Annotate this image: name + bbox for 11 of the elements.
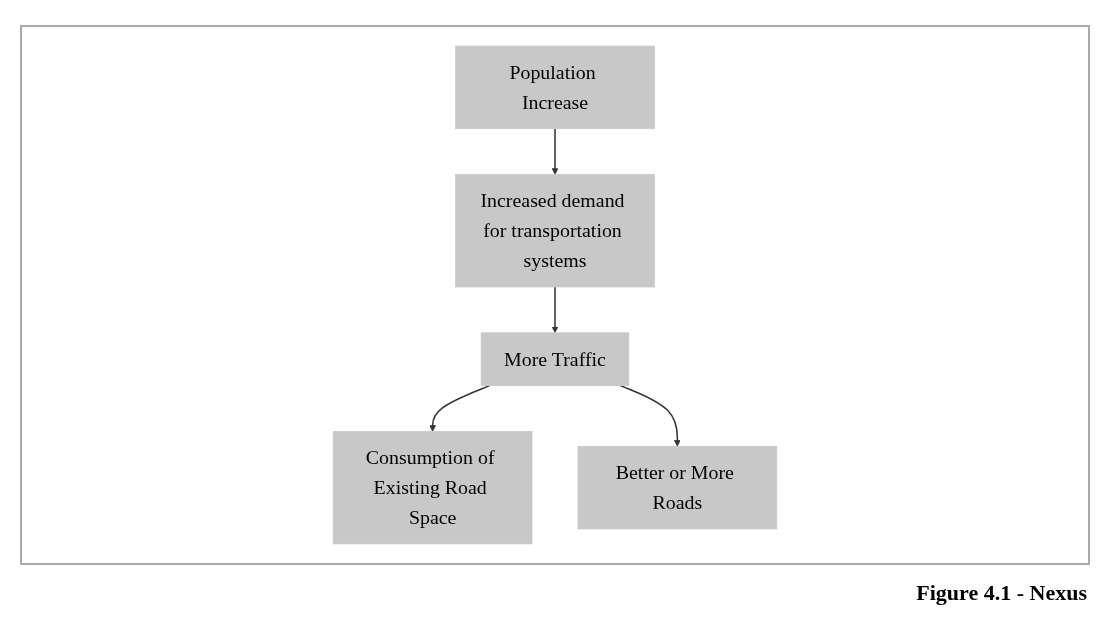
- arrow: [551, 286, 559, 334]
- arrow: [429, 384, 491, 432]
- node-box: [332, 431, 533, 545]
- arrow: [619, 384, 681, 447]
- node-box: [455, 45, 655, 130]
- arrow: [551, 127, 559, 175]
- node-box: [577, 446, 778, 530]
- node-box: [455, 174, 655, 288]
- node-box: [480, 332, 630, 386]
- diagram-frame: Population Increase Increased demand for transportation systems More Traffic Consumption of Existing Road Space Better or More Roads: [20, 25, 1090, 565]
- figure-caption: Figure 4.1 - Nexus: [916, 580, 1087, 606]
